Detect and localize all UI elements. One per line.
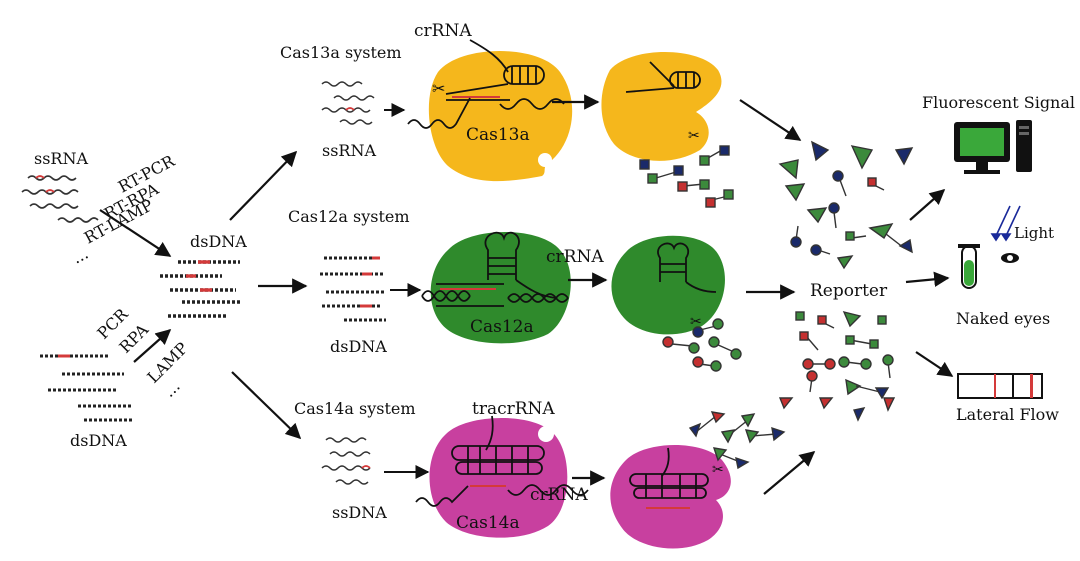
- label-cas14a-system: Cas14a system: [294, 399, 416, 418]
- left-arrows: [99, 150, 308, 440]
- test-tube-icon: [958, 244, 980, 289]
- label-lateral-flow: Lateral Flow: [956, 405, 1059, 424]
- reporters-cas14a: [688, 411, 786, 470]
- label-tracrrna: tracrRNA: [472, 399, 555, 419]
- left-ssrna-red-segments: [35, 175, 55, 193]
- cas14a-target-strand: [415, 485, 469, 507]
- light-beam-icon: [990, 205, 1021, 242]
- cas13a-notch: [538, 153, 552, 167]
- output-arrows: [905, 188, 954, 377]
- cas14a-target-tail: [507, 484, 589, 496]
- lateral-flow-strip-icon: [957, 373, 1043, 399]
- label-ssdna-14a: ssDNA: [332, 503, 387, 522]
- scissors-icon-12a: ✂: [690, 315, 702, 330]
- cas14a-tracrrna: [451, 415, 545, 475]
- cas13a-target-tail: [499, 98, 565, 110]
- cas12a-dsdna-input: [320, 256, 386, 322]
- cas14a-ssdna-red: [361, 465, 371, 469]
- label-ssrna-13a: ssRNA: [322, 141, 376, 160]
- cas13a-target-strand: [407, 97, 471, 129]
- label-ssrna-input: ssRNA: [34, 149, 88, 168]
- cas12a-dsdna-red: [360, 256, 380, 308]
- reporter-cloud: [778, 140, 914, 422]
- left-dsdna-strands: [40, 354, 134, 422]
- cas12a-crrna: [484, 231, 557, 299]
- label-cas13a-system: Cas13a system: [280, 43, 402, 62]
- label-cas12a-system: Cas12a system: [288, 207, 410, 226]
- cas13a-ssrna-red: [345, 107, 355, 111]
- label-reporter: Reporter: [810, 281, 888, 301]
- cas12a-dna-helix: [421, 283, 569, 307]
- label-dsdna-input: dsDNA: [70, 431, 127, 450]
- label-fluorescent-signal: Fluorescent Signal: [922, 93, 1075, 112]
- cas12a-protein: [430, 232, 571, 344]
- cas14a-protein: [429, 417, 568, 538]
- cas13a-ssrna-input: [321, 81, 375, 125]
- label-cas14a: Cas14a: [456, 513, 520, 533]
- label-light: Light: [1014, 224, 1054, 242]
- label-crrna-13a: crRNA: [414, 21, 472, 41]
- cas12a-activated-protein: [611, 235, 725, 335]
- label-dsdna-amplified: dsDNA: [190, 232, 247, 251]
- scissors-icon-14a: ✂: [712, 463, 724, 478]
- reporters-cas13a: [639, 145, 734, 208]
- eye-icon: [1001, 253, 1019, 263]
- cas14a-notch: [538, 426, 554, 442]
- label-cas13a: Cas13a: [466, 125, 530, 145]
- left-ssrna-strands: [21, 175, 99, 223]
- amplified-dsdna-red: [186, 260, 212, 292]
- label-cas12a: Cas12a: [470, 317, 534, 337]
- cas14a-activated-protein: [610, 445, 731, 549]
- cas12a-activated-crrna: [657, 242, 717, 293]
- cas13a-activated-crrna: [625, 61, 701, 93]
- reporters-cas12a: [662, 318, 742, 372]
- cas14a-activated-rna: [629, 447, 709, 499]
- computer-monitor-icon: [954, 120, 1032, 174]
- scissors-icon-13a: ✂: [688, 129, 700, 144]
- scissors-icon: ✂: [432, 81, 445, 98]
- cas13a-crrna: [445, 39, 545, 101]
- label-naked-eyes: Naked eyes: [956, 309, 1050, 328]
- label-dsdna-12a: dsDNA: [330, 337, 387, 356]
- cas14a-ssdna-input: [321, 437, 371, 485]
- label-crrna-12a: crRNA: [546, 247, 604, 267]
- arrow-cas14a-to-reporter: [763, 451, 816, 495]
- cas13a-activated-protein: [601, 52, 722, 161]
- arrow-cas13a-to-reporter: [739, 99, 802, 141]
- label-crrna-14a: crRNA: [530, 485, 588, 505]
- label-ellipsis-rt: ...: [69, 244, 91, 268]
